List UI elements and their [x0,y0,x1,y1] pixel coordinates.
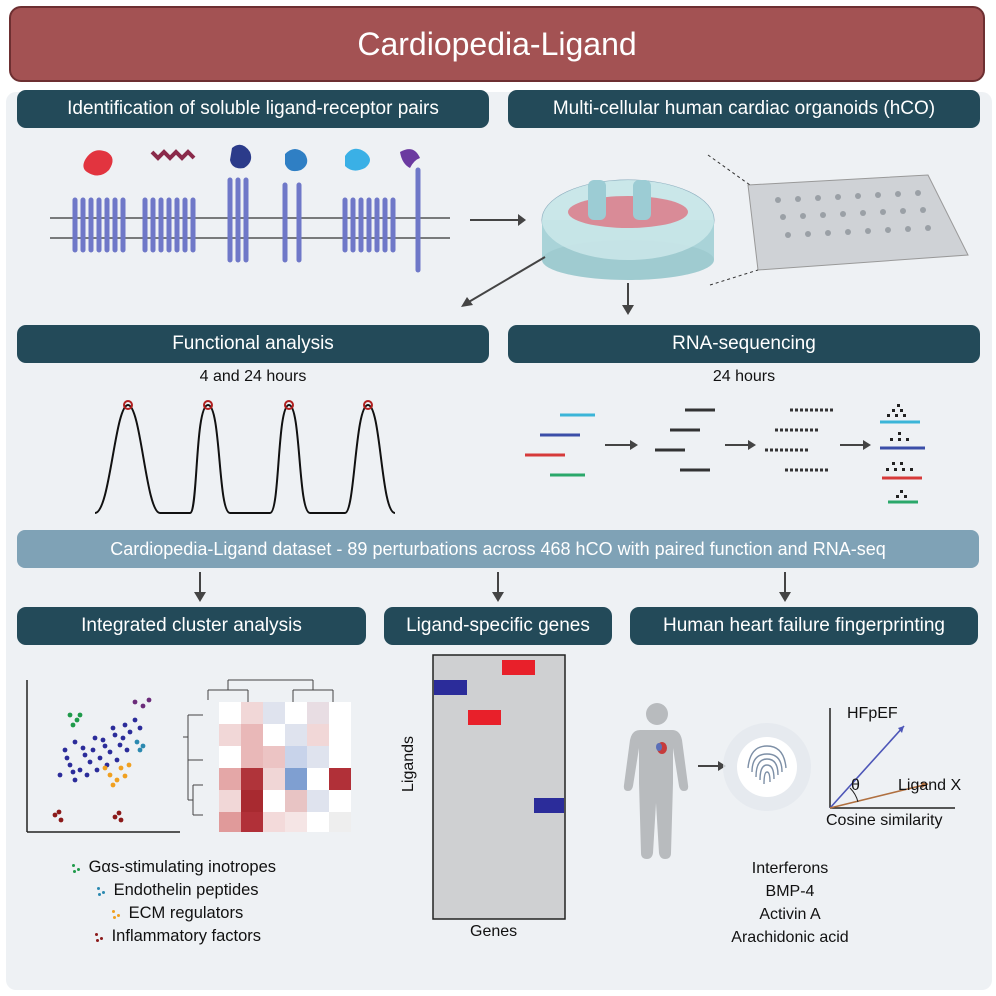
dataset-banner: Cardiopedia-Ligand dataset - 89 perturba… [17,530,979,568]
arrow-to-fingerprint-icon [698,761,726,771]
green-dots-icon [72,862,84,874]
well-plate [707,154,969,286]
fingerprint-item-1: Interferons [751,860,829,877]
human-figure-icon [623,703,689,859]
arrow-to-fingerprint [779,572,791,602]
cluster-heatmap [183,679,351,832]
darkred-dots-icon [95,931,107,943]
organoid-dish [541,179,715,280]
legend-ecm-label: ECM regulators [128,904,244,922]
legend-endothelin-label: Endothelin peptides [113,881,259,899]
legend-endothelin: Endothelin peptides [97,881,259,900]
legend-inotropes: Gαs-stimulating inotropes [72,858,276,877]
cluster-header: Integrated cluster analysis [17,607,366,645]
ligand-blob-red [83,150,113,176]
ligand-genes-header: Ligand-specific genes [384,607,612,645]
ligand-x-label: Ligand X [898,777,962,794]
fingerprint-item-4: Arachidonic acid [731,929,849,946]
organoids-label: Multi-cellular human cardiac organoids (… [552,98,936,119]
orange-dots-icon [112,908,124,920]
cosine-plot [829,708,955,809]
organoids-header: Multi-cellular human cardiac organoids (… [508,90,980,128]
title-banner: Cardiopedia-Ligand [9,6,985,82]
contraction-trace [94,400,396,514]
functional-header: Functional analysis [17,325,489,363]
functional-label: Functional analysis [172,333,334,354]
dataset-label: Cardiopedia-Ligand dataset - 89 perturba… [110,538,886,559]
arrow-to-cluster [194,572,206,602]
theta-label: θ [851,777,860,794]
rnaseq-reads [525,404,925,504]
legend-inflammatory: Inflammatory factors [95,927,261,946]
page-title: Cardiopedia-Ligand [357,25,637,62]
ligands-axis-label: Ligands [400,735,417,792]
ligand-pairs-label: Identification of soluble ligand-recepto… [67,98,439,119]
hfpef-label: HFpEF [847,705,898,722]
functional-sub: 4 and 24 hours [199,368,307,385]
fingerprint-item-3: Activin A [759,906,821,923]
rnaseq-header: RNA-sequencing [508,325,980,363]
ligand-gene-matrix [432,654,566,920]
genes-axis-label: Genes [470,923,518,940]
cluster-label: Integrated cluster analysis [81,615,302,636]
legend-inotropes-label: Gαs-stimulating inotropes [88,858,277,876]
arrow-to-rnaseq [622,283,634,315]
ligand-genes-label: Ligand-specific genes [406,615,590,636]
arrow-to-ligand-genes [492,572,504,602]
cluster-scatter [26,680,180,833]
legend-inflammatory-label: Inflammatory factors [111,927,262,945]
arrow-to-functional [461,256,546,307]
fingerprint-icon [723,723,811,811]
receptor-illustration [50,144,450,273]
teal-dots-icon [97,885,109,897]
cosine-similarity-label: Cosine similarity [826,812,943,829]
arrow-to-organoid [470,214,526,226]
rnaseq-sub: 24 hours [712,368,776,385]
fingerprint-item-2: BMP-4 [765,883,815,900]
fingerprint-header: Human heart failure fingerprinting [630,607,978,645]
ligand-pairs-header: Identification of soluble ligand-recepto… [17,90,489,128]
rnaseq-label: RNA-sequencing [672,333,816,354]
fingerprint-label: Human heart failure fingerprinting [663,615,945,636]
legend-ecm: ECM regulators [112,904,243,923]
